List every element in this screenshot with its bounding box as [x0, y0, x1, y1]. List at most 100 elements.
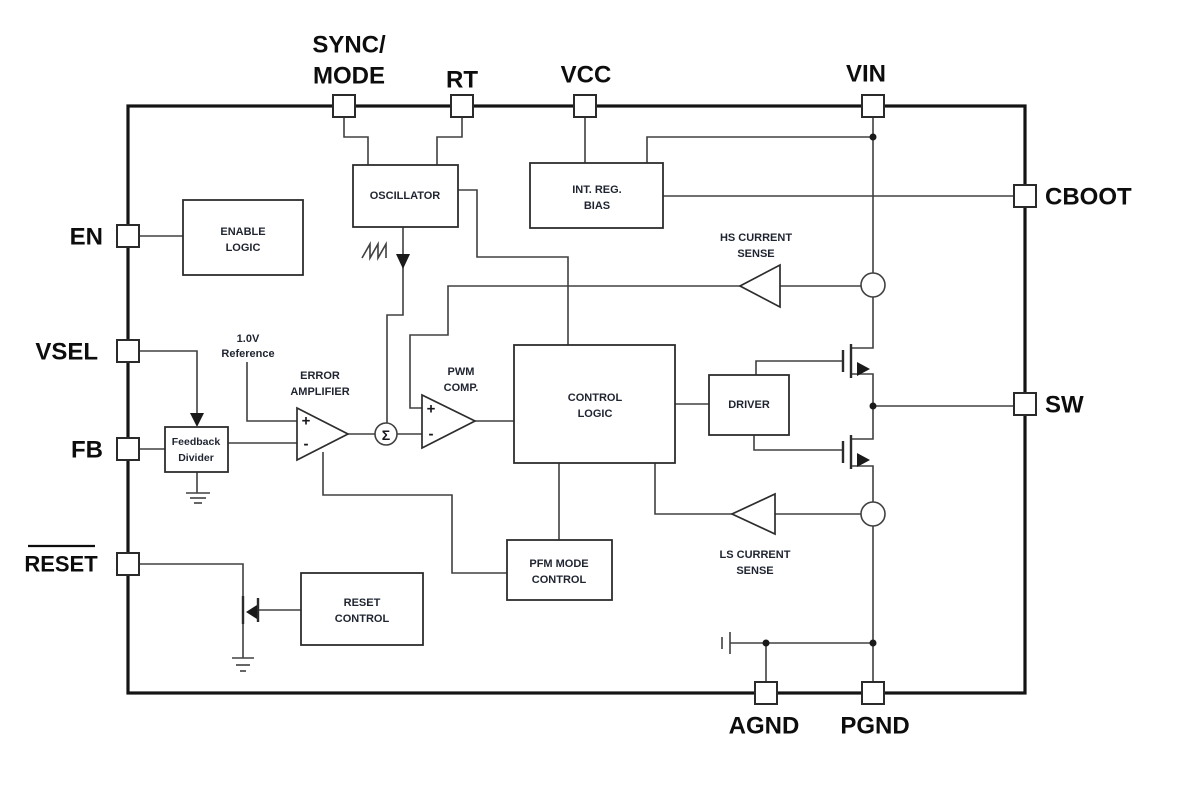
block-text: OSCILLATOR [370, 190, 441, 202]
voltage-reference-annotation: 1.0V Reference [221, 333, 274, 360]
hs-mosfet [841, 344, 870, 378]
wire-rail-to-hsfet-drain [851, 297, 874, 349]
label-fb: FB [71, 437, 103, 464]
pwm-comp-minus: - [429, 426, 434, 443]
block-text: Feedback [172, 436, 221, 448]
divider-ground [186, 492, 210, 504]
label-reset: RESET [24, 552, 98, 577]
label-pgnd: PGND [840, 713, 909, 740]
pin-vin [861, 94, 885, 118]
summing-node: Σ [374, 422, 398, 446]
wire-vsel-to-divider [139, 350, 198, 413]
junction-agnd [762, 639, 770, 647]
block-rect [352, 164, 459, 228]
hs-sense-label: SENSE [737, 248, 774, 260]
block-text: ENABLE [220, 226, 265, 238]
junction-pgnd [869, 639, 877, 647]
analog-ground [721, 632, 731, 654]
block-feedback-divider: Feedback Divider [164, 426, 229, 473]
wire-ls-sense-to-control-logic [654, 463, 732, 515]
wire-syncmode-to-oscillator [343, 117, 369, 165]
wire-hsfet-source-to-sw [851, 373, 874, 406]
ls-mosfet [841, 435, 870, 469]
pin-fb [116, 437, 140, 461]
ls-sense-label: SENSE [736, 565, 773, 577]
pin-rt [450, 94, 474, 118]
label-reset-bar: RESET [24, 544, 98, 577]
block-text: LOGIC [226, 242, 261, 254]
error-amp-triangle [296, 406, 350, 462]
sigma-symbol: Σ [382, 427, 390, 443]
block-text: BIAS [584, 200, 610, 212]
wire-sw-to-lsfet-drain [851, 406, 874, 440]
pin-vsel [116, 339, 140, 363]
error-amp-minus: - [304, 436, 309, 453]
ls-current-sense-amp: LS CURRENT SENSE [720, 492, 791, 577]
pin-vcc [573, 94, 597, 118]
hs-current-sense-amp: HS CURRENT SENSE [720, 232, 792, 309]
error-amp-plus: + [302, 413, 311, 430]
oscillator-arrowhead [396, 254, 410, 269]
pin-sw [1013, 392, 1037, 416]
reset-mosfet [241, 596, 260, 624]
block-text: DRIVER [728, 399, 770, 411]
block-reset-control: RESET CONTROL [300, 572, 424, 646]
block-rect [300, 572, 424, 646]
block-enable-logic: ENABLE LOGIC [182, 199, 304, 276]
block-oscillator: OSCILLATOR [352, 164, 459, 228]
block-text: CONTROL [335, 613, 390, 625]
pwm-comp-label: PWM [448, 366, 475, 378]
wire-lsfet-source-to-circle [851, 465, 874, 502]
junction-vin [869, 133, 877, 141]
error-amp-label: AMPLIFIER [290, 386, 349, 398]
error-amplifier: + - ERROR AMPLIFIER [290, 370, 350, 462]
label-en: EN [70, 224, 103, 251]
wire-hs-sense-to-pwmcomp [409, 285, 740, 409]
junction-sw [869, 402, 877, 410]
pin-cboot [1013, 184, 1037, 208]
wire-vin-to-bias [646, 136, 873, 163]
block-rect [513, 344, 676, 464]
pwm-comp-plus: + [427, 401, 436, 418]
error-amp-label: ERROR [300, 370, 340, 382]
ls-fet-arrow [857, 453, 870, 467]
vsel-arrowhead [190, 413, 204, 427]
block-pfm-mode-control: PFM MODE CONTROL [506, 539, 613, 601]
pwm-comp-label: COMP. [444, 382, 479, 394]
pwm-comparator: + - PWM COMP. [421, 366, 479, 450]
block-driver: DRIVER [708, 374, 790, 436]
pin-agnd [754, 681, 778, 705]
pin-en [116, 224, 140, 248]
label-vcc: VCC [561, 62, 612, 89]
label-vin: VIN [846, 61, 886, 88]
block-int-reg-bias: INT. REG. BIAS [529, 162, 664, 229]
sawtooth-icon [361, 240, 387, 262]
label-mode: MODE [313, 63, 385, 90]
wire-driver-to-ls-gate [753, 435, 843, 451]
pin-sync-mode [332, 94, 356, 118]
block-text: PFM MODE [529, 558, 588, 570]
block-text: CONTROL [532, 574, 587, 586]
block-rect [182, 199, 304, 276]
label-sw: SW [1045, 392, 1084, 419]
summer-circle [374, 422, 398, 446]
block-text: INT. REG. [572, 184, 622, 196]
hs-fet-arrow [857, 362, 870, 376]
block-text: CONTROL [568, 392, 623, 404]
block-text: LOGIC [578, 408, 613, 420]
block-control-logic: CONTROL LOGIC [513, 344, 676, 464]
hs-sense-triangle [738, 263, 781, 309]
hs-sense-label: HS CURRENT [720, 232, 792, 244]
block-text: Divider [178, 452, 214, 464]
reset-ground [232, 657, 254, 672]
label-vsel: VSEL [35, 339, 98, 366]
wires [139, 117, 1014, 682]
wire-oscillator-to-summer [386, 227, 404, 423]
label-sync: SYNC/ [312, 32, 386, 59]
reset-fet-arrow [246, 605, 257, 619]
reference-label: 1.0V [237, 333, 260, 345]
block-rect [164, 426, 229, 473]
wire-reset-pin-to-fet [139, 563, 244, 658]
